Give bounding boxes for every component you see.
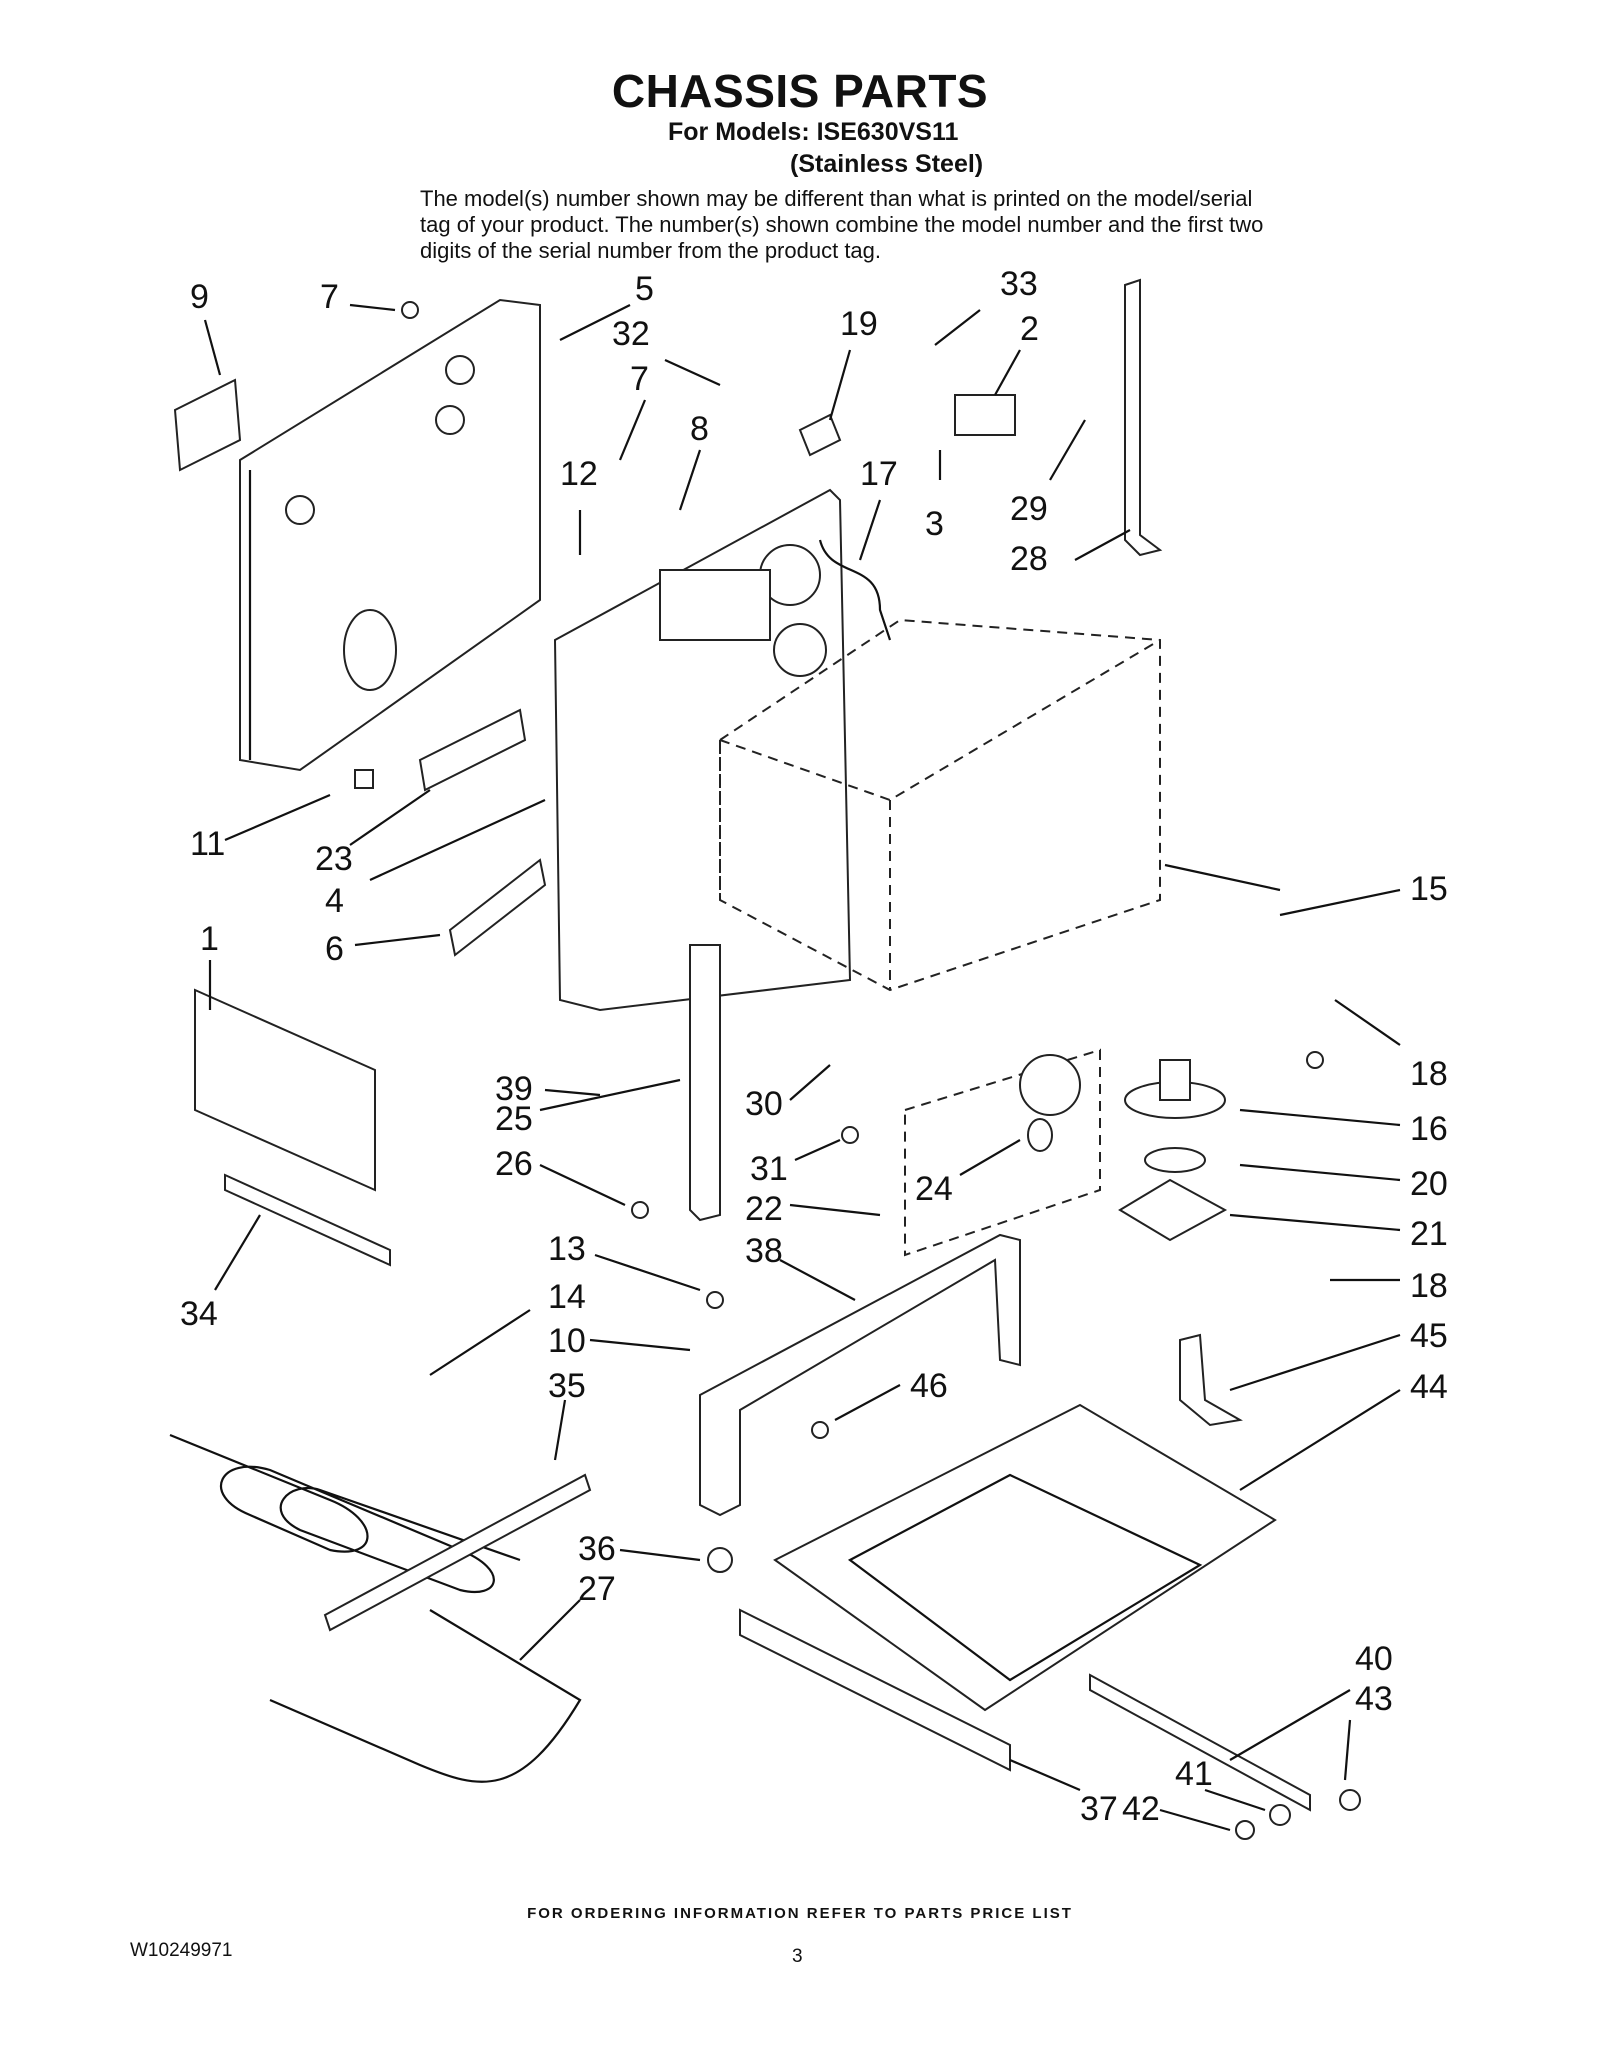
document-number: W10249971	[130, 1940, 233, 1961]
callout-23: 23	[315, 840, 353, 878]
callout-labels: 9 7 5 33 2 19 32 7 8 12 17 29 3 28 11 23…	[180, 265, 1448, 1828]
callout-9: 9	[190, 278, 209, 316]
screw-26	[631, 1201, 649, 1219]
callout-40: 40	[1355, 1640, 1393, 1678]
callout-4: 4	[325, 882, 344, 920]
callout-46: 46	[910, 1367, 948, 1405]
leader-lines	[203, 303, 1401, 1832]
screw-31	[841, 1126, 859, 1144]
finish-line: (Stainless Steel)	[790, 150, 984, 178]
callout-18: 18	[1410, 1055, 1448, 1093]
callout-42: 42	[1122, 1790, 1160, 1828]
models-line: For Models: ISE630VS11	[668, 118, 959, 146]
callout-28: 28	[1010, 540, 1048, 578]
callout-41: 41	[1175, 1755, 1213, 1793]
base-rail-37	[739, 1608, 1011, 1772]
callout-21: 21	[1410, 1215, 1448, 1253]
washer-41	[1269, 1804, 1291, 1826]
callout-3: 3	[925, 505, 944, 543]
callout-20: 20	[1410, 1165, 1448, 1203]
callout-2: 2	[1020, 310, 1039, 348]
callout-1: 1	[200, 920, 219, 958]
callout-25: 25	[495, 1100, 533, 1138]
screw-18	[1306, 1051, 1324, 1069]
callout-5: 5	[635, 270, 654, 308]
model-number-note: The model(s) number shown may be differe…	[420, 186, 1264, 263]
page-number: 3	[792, 1946, 803, 1967]
front-frame	[553, 488, 852, 1012]
screw-42	[1235, 1820, 1255, 1840]
callout-30: 30	[745, 1085, 783, 1123]
callout-18b: 18	[1410, 1267, 1448, 1305]
bake-element	[269, 1609, 582, 1783]
bracket-23	[418, 708, 527, 792]
callout-7: 7	[320, 278, 339, 316]
callout-43: 43	[1355, 1680, 1393, 1718]
callout-10: 10	[548, 1322, 586, 1360]
callout-13: 13	[548, 1230, 586, 1268]
callout-22: 22	[745, 1190, 783, 1228]
fan-motor	[343, 609, 397, 691]
screw-7	[401, 301, 419, 319]
side-trim-25	[689, 944, 721, 1222]
callout-14: 14	[548, 1278, 586, 1316]
callout-6: 6	[325, 930, 344, 968]
callout-39: 39	[495, 1070, 533, 1108]
strip-6	[448, 858, 547, 957]
screw-13	[706, 1291, 724, 1309]
vent-tube	[818, 539, 892, 641]
callout-24: 24	[915, 1170, 953, 1208]
callout-37: 37	[1080, 1790, 1118, 1828]
callout-19: 19	[840, 305, 878, 343]
callout-26: 26	[495, 1145, 533, 1183]
callout-17: 17	[860, 455, 898, 493]
side-bracket-28	[1124, 278, 1163, 557]
mounting-plate	[1118, 1178, 1228, 1242]
callout-36: 36	[578, 1530, 616, 1568]
front-brace-38	[699, 1233, 1021, 1517]
trim-34	[224, 1173, 391, 1267]
callout-45: 45	[1410, 1317, 1448, 1355]
callout-35: 35	[548, 1367, 586, 1405]
callout-27: 27	[578, 1570, 616, 1608]
callout-7b: 7	[630, 360, 649, 398]
page-title: CHASSIS PARTS	[611, 65, 989, 117]
callout-44: 44	[1410, 1368, 1448, 1406]
callout-11: 11	[190, 825, 225, 863]
callout-32: 32	[612, 315, 650, 353]
broil-element	[169, 1433, 521, 1593]
rod-15	[1164, 863, 1281, 892]
bracket-45	[1179, 1333, 1243, 1427]
ordering-note: FOR ORDERING INFORMATION REFER TO PARTS …	[527, 1905, 1073, 1922]
callout-12: 12	[560, 455, 598, 493]
nut-43	[1339, 1789, 1361, 1811]
callout-31: 31	[750, 1150, 788, 1188]
leveling-foot-36	[707, 1547, 733, 1573]
callout-33: 33	[1000, 265, 1038, 303]
callout-8: 8	[690, 410, 709, 448]
callout-15: 15	[1410, 870, 1448, 908]
bottom-pan	[773, 1403, 1277, 1712]
rail-35	[323, 1473, 592, 1632]
rear-panel	[239, 298, 541, 772]
thermostat	[954, 394, 1016, 436]
access-cover	[173, 378, 242, 472]
callout-34: 34	[180, 1295, 218, 1333]
kick-panel-1	[194, 988, 376, 1192]
callout-29: 29	[1010, 490, 1048, 528]
callout-16: 16	[1410, 1110, 1448, 1148]
flue-gasket	[798, 413, 842, 457]
screw-46	[811, 1421, 829, 1439]
callout-38: 38	[745, 1232, 783, 1270]
